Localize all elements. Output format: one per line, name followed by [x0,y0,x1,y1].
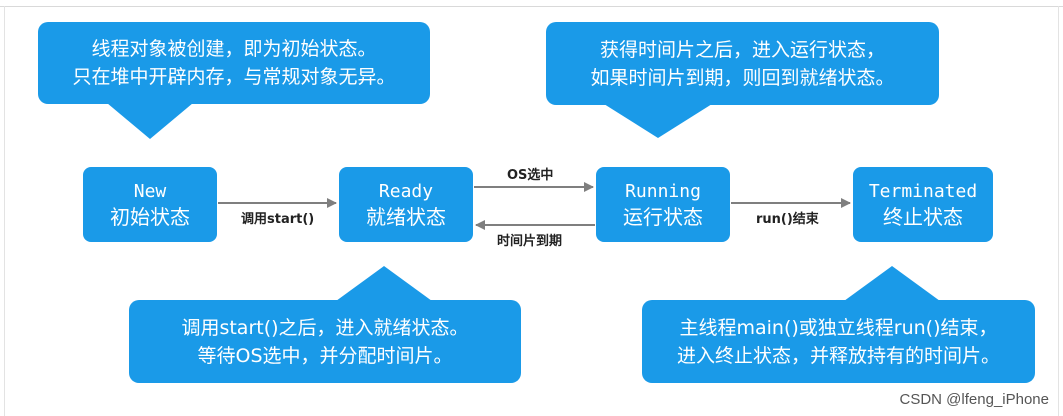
callout-ready-line2: 等待OS选中，并分配时间片。 [197,344,453,367]
callout-running-pointer [604,104,712,138]
edge-label-start: 调用start() [241,212,315,227]
callout-terminated: 主线程main()或独立线程run()结束， 进入终止状态，并释放持有的时间片。 [642,300,1035,383]
state-terminated-zh: 终止状态 [883,204,963,229]
state-running: Running 运行状态 [596,167,730,242]
state-new-en: New [133,180,167,202]
state-new-zh: 初始状态 [110,204,190,229]
callout-ready-line1: 调用start()之后，进入就绪状态。 [181,316,469,339]
callout-running-line2: 如果时间片到期，则回到就绪状态。 [590,66,895,89]
state-terminated-en: Terminated [868,180,978,202]
callout-new-line2: 只在堆中开辟内存，与常规对象无异。 [72,66,396,88]
callout-terminated-line1: 主线程main()或独立线程run()结束， [679,316,998,339]
edge-label-run-end: run()结束 [756,212,819,227]
callout-running-line1: 获得时间片之后，进入运行状态， [599,38,885,61]
callout-new-pointer [107,103,193,139]
callout-terminated-line2: 进入终止状态，并释放持有的时间片。 [676,344,1000,367]
state-terminated: Terminated 终止状态 [853,167,993,242]
callout-running: 获得时间片之后，进入运行状态， 如果时间片到期，则回到就绪状态。 [546,22,939,105]
watermark: CSDN @lfeng_iPhone [899,391,1049,408]
state-ready-zh: 就绪状态 [366,204,446,229]
state-ready-en: Ready [378,180,434,202]
edge-label-timeslice-expire: 时间片到期 [497,234,563,249]
callout-new: 线程对象被创建，即为初始状态。 只在堆中开辟内存，与常规对象无异。 [38,22,430,104]
state-running-zh: 运行状态 [623,204,703,229]
state-new: New 初始状态 [83,167,217,242]
callout-terminated-pointer [844,266,940,301]
callout-ready-pointer [336,266,432,301]
edge-label-os-select: OS选中 [507,168,554,183]
top-divider [0,6,1063,7]
left-divider [4,6,5,416]
callout-ready: 调用start()之后，进入就绪状态。 等待OS选中，并分配时间片。 [129,300,521,383]
right-divider [1058,6,1059,416]
state-ready: Ready 就绪状态 [339,167,473,242]
callout-new-line1: 线程对象被创建，即为初始状态。 [91,38,377,60]
state-running-en: Running [625,180,701,202]
